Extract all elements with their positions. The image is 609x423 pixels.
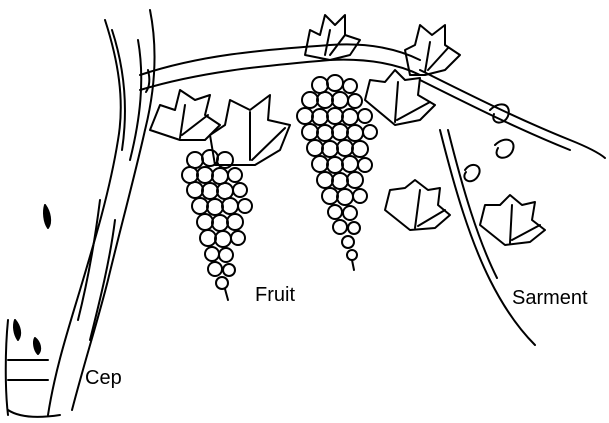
trunk-cep: [6, 10, 155, 417]
grape-cluster-left: [182, 150, 252, 300]
main-branch: [140, 44, 420, 92]
label-cep: Cep: [85, 368, 122, 388]
label-fruit: Fruit: [255, 285, 295, 305]
grape-cluster-right: [297, 75, 377, 270]
label-sarment: Sarment: [512, 288, 588, 308]
